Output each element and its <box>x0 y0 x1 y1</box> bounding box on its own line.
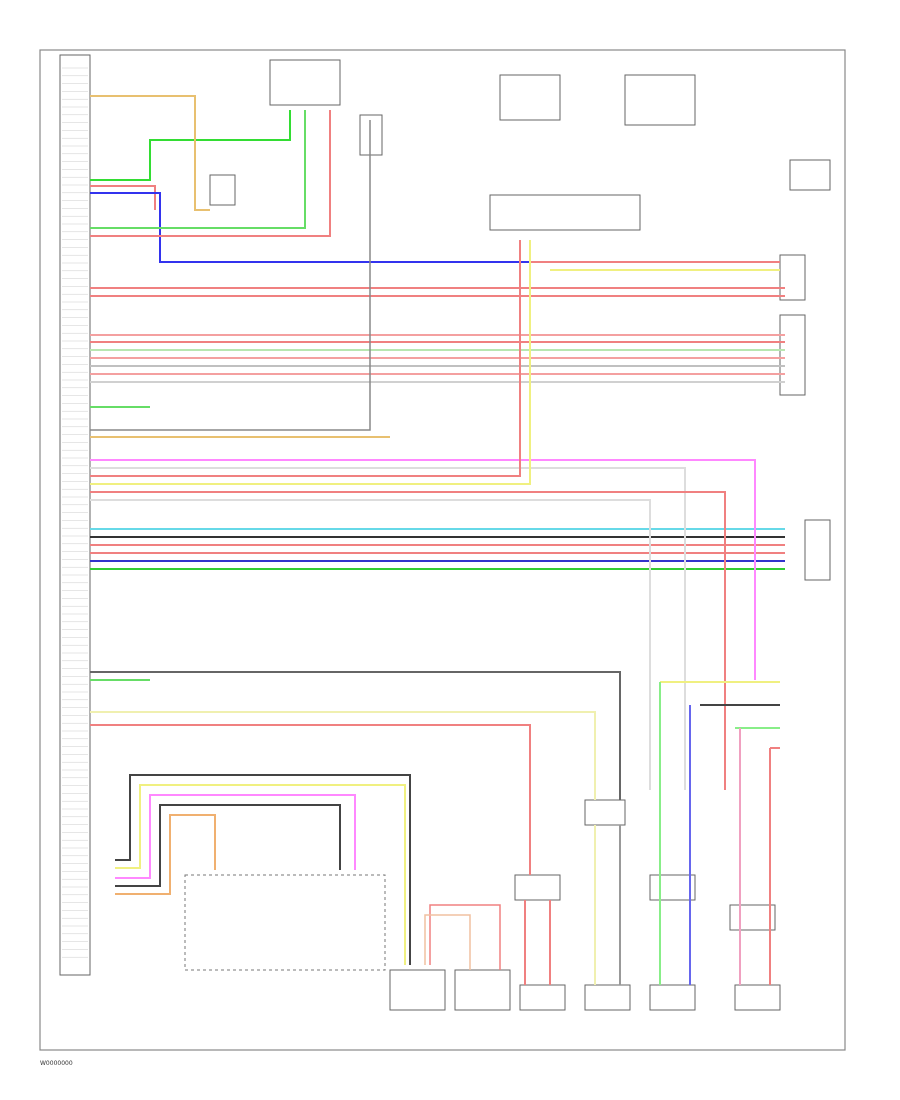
relay-switch <box>789 159 831 191</box>
wire-yellow-3 <box>90 711 596 800</box>
junction-3 <box>649 874 696 901</box>
wire-dark <box>90 671 621 800</box>
junction-2 <box>584 799 626 826</box>
speaker-3 <box>649 984 696 1011</box>
diagram-frame <box>39 49 846 1051</box>
speaker-4 <box>734 984 781 1011</box>
right-connector-3 <box>804 519 831 581</box>
wire-grey-3 <box>90 499 651 790</box>
wire-yellow-2 <box>90 240 531 485</box>
speaker-2 <box>584 984 631 1011</box>
top-module-2 <box>499 74 561 121</box>
speaker-1 <box>519 984 566 1011</box>
wire-group <box>90 95 785 985</box>
wire-red-5 <box>90 491 726 790</box>
wire-pink-3 <box>115 794 356 879</box>
wire-green <box>90 110 291 181</box>
wire-orange-4 <box>424 914 471 970</box>
wire-green-2 <box>90 110 306 229</box>
mid-module <box>489 194 641 231</box>
wire-pink <box>90 459 756 680</box>
wire-red-4 <box>90 240 521 477</box>
wire-grey <box>90 120 371 431</box>
right-connector-1 <box>779 254 806 301</box>
wire-red <box>90 185 156 210</box>
top-module-4 <box>359 114 383 156</box>
top-module-3 <box>624 74 696 126</box>
switch-component <box>209 174 236 206</box>
wire-orange-3 <box>115 814 216 895</box>
top-module-1 <box>269 59 341 106</box>
sub-connector-1 <box>389 969 446 1011</box>
wire-dark-3 <box>115 774 411 965</box>
diagram-code: W0000000 <box>40 1060 73 1067</box>
wire-orange <box>90 95 210 211</box>
steering-switch-area <box>184 874 386 971</box>
wire-yellow-6 <box>115 784 406 965</box>
wire-red-2 <box>90 110 331 237</box>
junction-4 <box>729 904 776 931</box>
wire-dark-4 <box>115 804 341 887</box>
junction-1 <box>514 874 561 901</box>
sub-connector-2 <box>454 969 511 1011</box>
connector-pin-labels <box>62 67 88 958</box>
wire-red-6 <box>90 724 531 875</box>
wire-red-11 <box>429 904 501 970</box>
